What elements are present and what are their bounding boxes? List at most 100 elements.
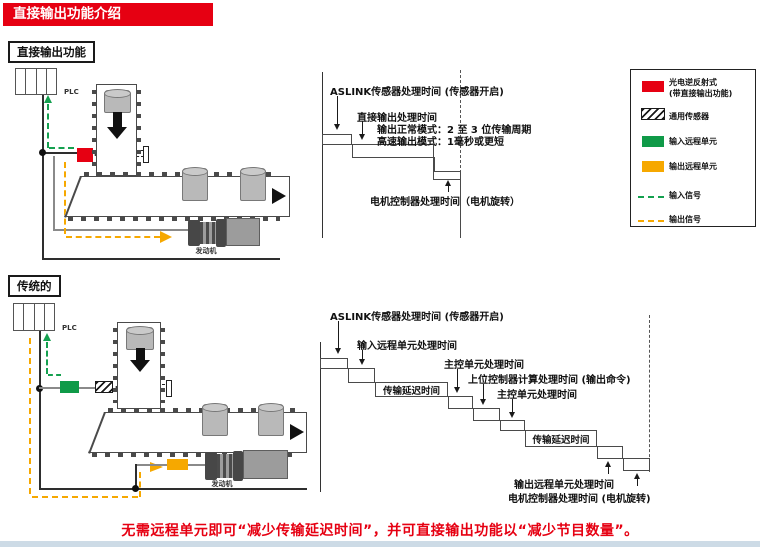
plc-label: PLC xyxy=(64,88,79,96)
footer-bar xyxy=(0,541,760,547)
down-arrow xyxy=(508,399,515,418)
right-rail xyxy=(460,70,461,238)
junction-dot xyxy=(131,484,139,492)
legend-label: 输入信号 xyxy=(669,191,701,200)
motor xyxy=(226,218,260,246)
plc-cell xyxy=(16,69,27,94)
down-arrow xyxy=(333,96,340,130)
up-arrow xyxy=(444,180,451,192)
plc-label: PLC xyxy=(62,324,77,332)
workpiece-cylinder xyxy=(126,326,154,350)
photoelectric-sensor xyxy=(77,148,93,162)
timing-step-motor xyxy=(623,458,650,471)
input-signal-path xyxy=(49,147,74,149)
motor-cap xyxy=(188,220,200,246)
left-rail xyxy=(322,72,323,238)
legend: 光电逆反射式 (带直接输出功能) 通用传感器 输入远程单元 输出远程单元 输入信… xyxy=(630,69,756,227)
plc-cell xyxy=(47,69,56,94)
section-label-traditional: 传统的 xyxy=(8,275,61,297)
wire xyxy=(42,152,78,154)
plc-box xyxy=(15,68,57,95)
motor-coupler xyxy=(217,454,233,478)
wire xyxy=(39,331,41,488)
down-arrow-icon xyxy=(113,112,122,127)
timing-step-host-calc xyxy=(473,408,500,421)
reflector xyxy=(166,380,172,397)
wire xyxy=(42,95,44,258)
plc-cell xyxy=(24,304,35,330)
timing-label-output-remote: 输出远程单元处理时间 xyxy=(514,480,614,491)
motor xyxy=(243,450,288,479)
motor-label: 发动机 xyxy=(195,247,217,255)
legend-swatch-input-remote xyxy=(642,136,664,147)
right-rail xyxy=(649,315,650,472)
legend-label: 通用传感器 xyxy=(669,112,709,121)
input-signal-path xyxy=(46,342,48,374)
legend-label: 输出远程单元 xyxy=(669,162,717,171)
down-arrow xyxy=(334,321,341,354)
plc-cell xyxy=(37,69,47,94)
page-title: 直接输出功能介绍 xyxy=(3,3,213,26)
down-arrow xyxy=(358,121,365,140)
conveyor-tabs xyxy=(68,217,280,221)
arrow-right-icon xyxy=(160,231,172,243)
motor-label: 发动机 xyxy=(211,480,233,488)
generic-sensor xyxy=(95,381,113,393)
input-signal-path xyxy=(47,104,49,148)
arrow-right-icon xyxy=(150,462,163,472)
plc-cell xyxy=(35,304,45,330)
section-label-direct: 直接输出功能 xyxy=(8,41,95,63)
wire xyxy=(53,229,190,231)
output-signal-path xyxy=(66,236,160,238)
workpiece-cylinder xyxy=(182,167,208,201)
timing-label-motor: 电机控制器处理时间 (电机旋转) xyxy=(508,494,651,505)
motor-cap xyxy=(216,219,226,247)
output-signal-path xyxy=(64,162,66,234)
wire xyxy=(39,488,307,490)
wire xyxy=(53,156,55,230)
legend-swatch-generic-sensor xyxy=(641,108,665,120)
legend-label: (带直接输出功能) xyxy=(669,89,733,98)
plc-box xyxy=(13,303,55,331)
timing-label-motor: 电机控制器处理时间（电机旋转） xyxy=(370,197,520,208)
timing-label-master-1: 主控单元处理时间 xyxy=(444,360,524,371)
up-arrow xyxy=(604,461,611,474)
timing-step-transmission-delay-2: 传输延迟时间 xyxy=(525,430,597,447)
down-arrow xyxy=(453,369,460,393)
reflector xyxy=(143,146,149,163)
left-rail xyxy=(320,342,321,492)
timing-drop xyxy=(459,180,462,238)
timing-step-output-remote xyxy=(597,446,623,459)
down-arrow xyxy=(358,350,365,365)
timing-label-normal-mode: 输出正常模式：2 至 3 位传输周期 xyxy=(377,125,532,136)
timing-step-motor xyxy=(433,171,461,180)
timing-step-sensor xyxy=(322,134,352,145)
arrow-up-icon xyxy=(43,95,52,103)
legend-swatch-photoelectric xyxy=(642,81,664,92)
wire xyxy=(42,258,280,260)
timing-label-direct-output: 直接输出处理时间 xyxy=(357,113,437,124)
plc-cell xyxy=(45,304,54,330)
legend-output-signal-line xyxy=(638,220,664,222)
arrow-up-icon xyxy=(42,333,51,341)
timing-step-input-remote xyxy=(348,368,375,383)
down-arrow-icon xyxy=(107,127,127,139)
timing-step-master-1 xyxy=(448,396,473,409)
conveyor-arrow xyxy=(272,188,286,204)
conveyor-tabs xyxy=(84,172,278,176)
timing-label-high-speed: 高速输出模式：1毫秒或更短 xyxy=(377,137,504,148)
plc-cell xyxy=(26,69,37,94)
down-arrow xyxy=(479,384,486,405)
timing-step-direct-output xyxy=(352,144,434,158)
legend-label: 光电逆反射式 xyxy=(669,78,717,87)
workpiece-cylinder xyxy=(104,89,131,113)
legend-input-signal-line xyxy=(638,196,664,198)
up-arrow xyxy=(633,473,640,486)
junction-dot xyxy=(38,149,46,156)
legend-label: 输出信号 xyxy=(669,215,701,224)
legend-swatch-output-remote xyxy=(642,161,664,172)
timing-step-transmission-delay-1: 传输延迟时间 xyxy=(375,382,448,397)
conveyor-arrow xyxy=(290,424,304,440)
timing-label-sensor: ASLINK传感器处理时间 (传感器开启) xyxy=(330,87,504,98)
